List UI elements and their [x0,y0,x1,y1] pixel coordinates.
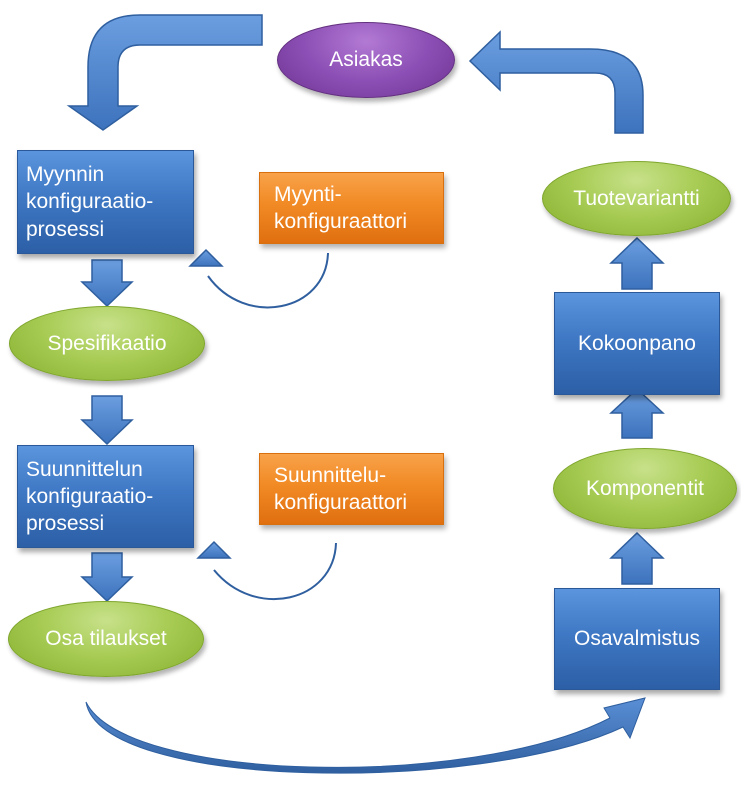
arrow-spesifikaatio-to-suunnittelun [80,395,134,446]
arrow-asiakas-to-myynnin [66,14,263,131]
myynnin-label-line2: konfiguraatio- [26,190,154,214]
arrow-osavalmistus-to-komponentit [609,531,665,585]
node-asiakas: Asiakas [277,22,455,98]
arrowhead-myynti-konfiguraattori [188,248,224,267]
curve-suunnittelu-konfiguraattori [213,542,337,601]
arrow-tuotevariantti-to-asiakas [468,30,644,134]
myynnin-label-line1: Myynnin [26,163,105,187]
suunnittelu-konfiguraattori-line2: konfiguraattori [274,491,408,514]
node-suunnittelu-konfiguraattori: Suunnittelu- konfiguraattori [259,453,444,525]
node-kokoonpano: Kokoonpano [554,292,720,395]
arrowhead-suunnittelu-konfiguraattori [196,540,232,559]
asiakas-label: Asiakas [329,48,403,71]
kokoonpano-label: Kokoonpano [578,331,696,355]
node-spesifikaatio: Spesifikaatio [9,306,205,381]
tuotevariantti-label: Tuotevariantti [573,186,700,210]
komponentit-label: Komponentit [586,476,704,500]
curve-myynti-konfiguraattori [207,252,329,309]
node-osavalmistus: Osavalmistus [554,588,720,690]
arrow-suunnittelun-to-osa-tilaukset [80,552,134,603]
node-myynti-konfiguraattori: Myynti- konfiguraattori [259,172,444,244]
node-tuotevariantti: Tuotevariantti [542,161,731,236]
node-suunnittelun-konfiguraatioprosessi: Suunnittelun konfiguraatio- prosessi [17,445,194,548]
arrow-osa-tilaukset-to-osavalmistus [85,697,646,774]
node-osa-tilaukset: Osa tilaukset [8,601,204,677]
suunnittelun-label-line1: Suunnittelun [26,457,143,481]
node-komponentit: Komponentit [553,448,737,529]
myynti-konfiguraattori-line2: konfiguraattori [274,210,408,233]
node-myynnin-konfiguraatioprosessi: Myynnin konfiguraatio- prosessi [17,150,194,254]
myynti-konfiguraattori-line1: Myynti- [274,182,342,206]
osa-tilaukset-label: Osa tilaukset [45,627,167,650]
suunnittelun-label-line2: konfiguraatio- [26,484,154,508]
arrow-kokoonpano-to-tuotevariantti [609,236,665,290]
spesifikaatio-label: Spesifikaatio [47,331,167,355]
suunnittelu-konfiguraattori-line1: Suunnittelu- [274,463,387,487]
suunnittelun-label-line3: prosessi [26,512,105,536]
arrow-myynnin-to-spesifikaatio [80,259,134,308]
osavalmistus-label: Osavalmistus [573,627,701,651]
arrow-komponentit-to-kokoonpano [609,387,665,439]
myynnin-label-line3: prosessi [26,217,105,241]
